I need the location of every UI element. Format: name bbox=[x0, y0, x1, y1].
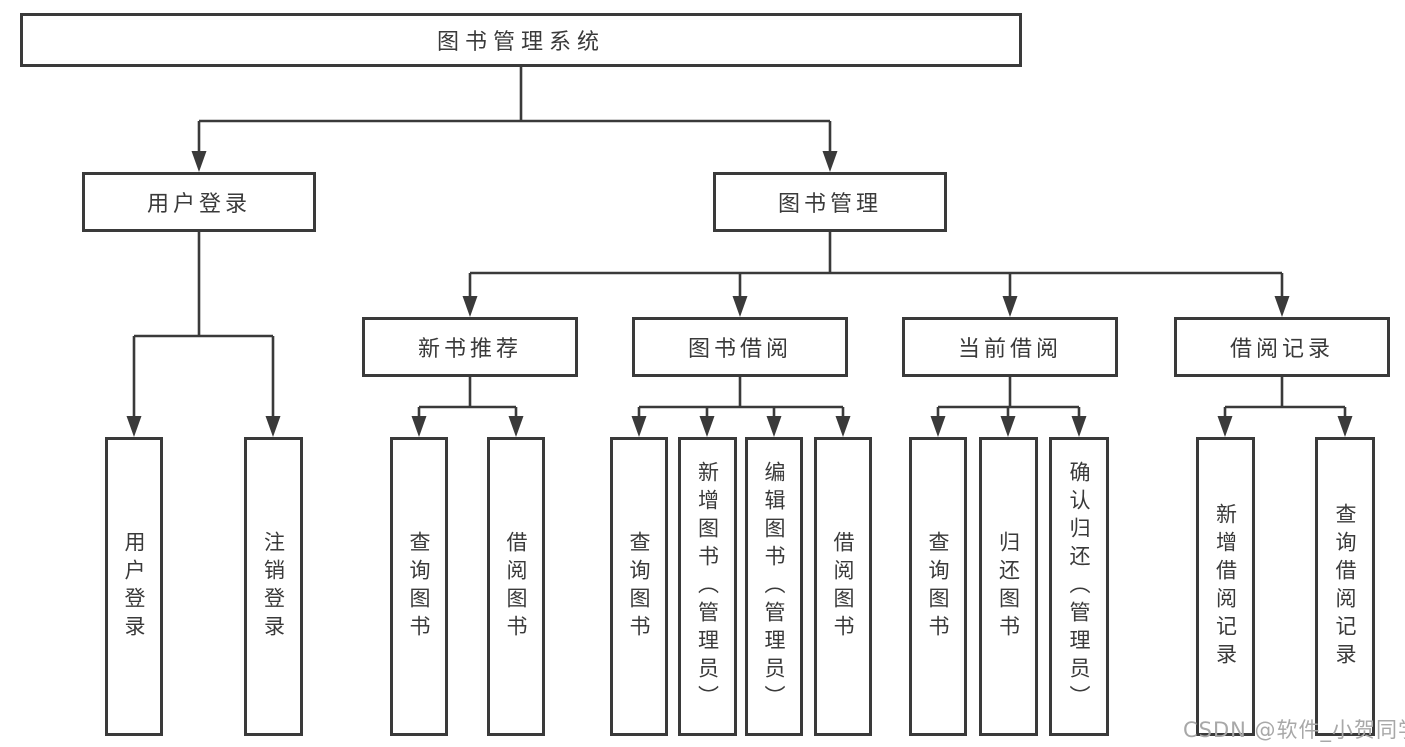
node-leaf-add-borrow-record: 新增借阅记录 bbox=[1196, 437, 1255, 736]
node-leaf-edit-books-admin: 编辑图书（管理员） bbox=[745, 437, 803, 736]
node-leaf-query-borrow-record: 查询借阅记录 bbox=[1315, 437, 1375, 736]
node-book-borrowing: 图书借阅 bbox=[632, 317, 848, 377]
node-user-login: 用户登录 bbox=[82, 172, 316, 232]
node-book-management: 图书管理 bbox=[713, 172, 947, 232]
node-leaf-return-books: 归还图书 bbox=[979, 437, 1038, 736]
node-leaf-query-books-1: 查询图书 bbox=[390, 437, 448, 736]
node-leaf-query-books-3: 查询图书 bbox=[909, 437, 967, 736]
node-leaf-confirm-return-admin: 确认归还（管理员） bbox=[1049, 437, 1109, 736]
node-new-book-recommend: 新书推荐 bbox=[362, 317, 578, 377]
node-borrowing-records: 借阅记录 bbox=[1174, 317, 1390, 377]
node-leaf-add-books-admin: 新增图书（管理员） bbox=[678, 437, 737, 736]
node-current-borrowing: 当前借阅 bbox=[902, 317, 1118, 377]
watermark: CSDN @软件_小贺同学 bbox=[1183, 718, 1405, 742]
node-leaf-user-login: 用户登录 bbox=[105, 437, 163, 736]
node-leaf-borrow-books-1: 借阅图书 bbox=[487, 437, 545, 736]
node-leaf-logout: 注销登录 bbox=[244, 437, 303, 736]
node-leaf-query-books-2: 查询图书 bbox=[610, 437, 668, 736]
node-leaf-borrow-books-2: 借阅图书 bbox=[814, 437, 872, 736]
node-library-management-system: 图书管理系统 bbox=[20, 13, 1022, 67]
